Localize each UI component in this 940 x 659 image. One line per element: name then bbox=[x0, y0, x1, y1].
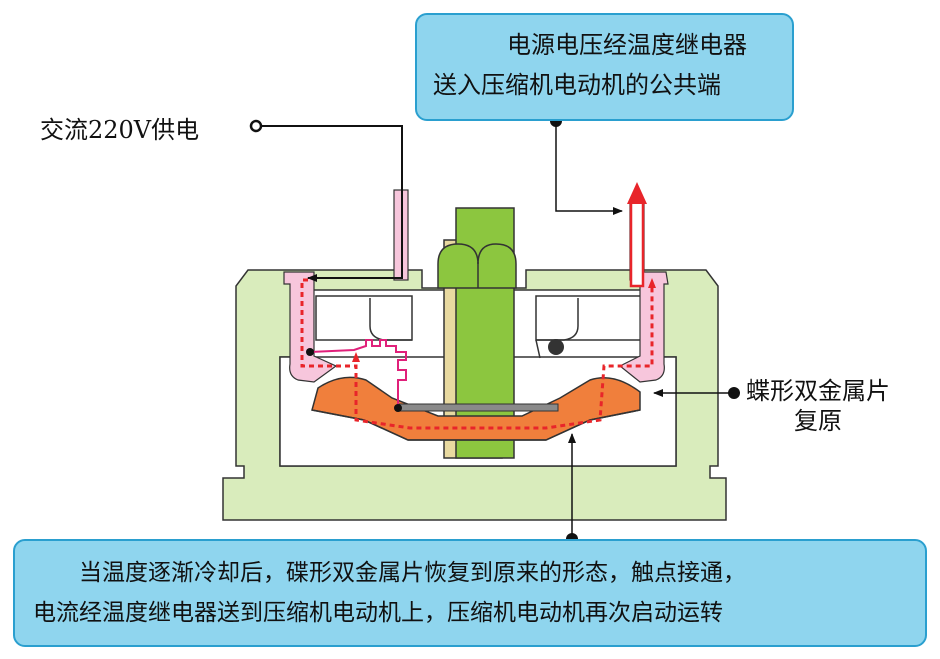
output-arrow bbox=[627, 182, 647, 288]
bimetal-label: 蝶形双金属片 复原 bbox=[746, 376, 890, 436]
contact-point-mid bbox=[394, 404, 402, 412]
contact-point-left bbox=[306, 348, 314, 356]
right-contact-chamber bbox=[535, 295, 643, 359]
bimetal-leader bbox=[653, 387, 740, 399]
current-arrow-left bbox=[352, 352, 360, 362]
supply-wire bbox=[249, 119, 403, 282]
top-callout-line2: 送入压缩机电动机的公共端 bbox=[433, 71, 721, 99]
bottom-callout: 当温度逐渐冷却后，碟形双金属片恢复到原来的形态，触点接通， 电流经温度继电器送到… bbox=[13, 539, 927, 647]
top-callout: 电源电压经温度继电器 送入压缩机电动机的公共端 bbox=[415, 13, 794, 121]
bimetal-label-line2: 复原 bbox=[794, 407, 842, 435]
top-callout-line1: 电源电压经温度继电器 bbox=[507, 31, 747, 59]
top-callout-leader bbox=[550, 115, 623, 215]
pivot-pin bbox=[548, 339, 564, 355]
contact-spring bbox=[309, 339, 407, 408]
bottom-callout-line1: 当温度逐渐冷却后，碟形双金属片恢复到原来的形态，触点接通， bbox=[79, 560, 746, 586]
left-contact-chamber bbox=[315, 295, 413, 341]
supply-label: 交流220V供电 bbox=[40, 116, 200, 144]
current-arrow-right bbox=[648, 278, 656, 288]
bimetal-label-line1: 蝶形双金属片 bbox=[746, 377, 890, 405]
current-path bbox=[300, 278, 654, 430]
bottom-callout-line2: 电流经温度继电器送到压缩机电动机上，压缩机电动机再次启动运转 bbox=[33, 600, 723, 626]
